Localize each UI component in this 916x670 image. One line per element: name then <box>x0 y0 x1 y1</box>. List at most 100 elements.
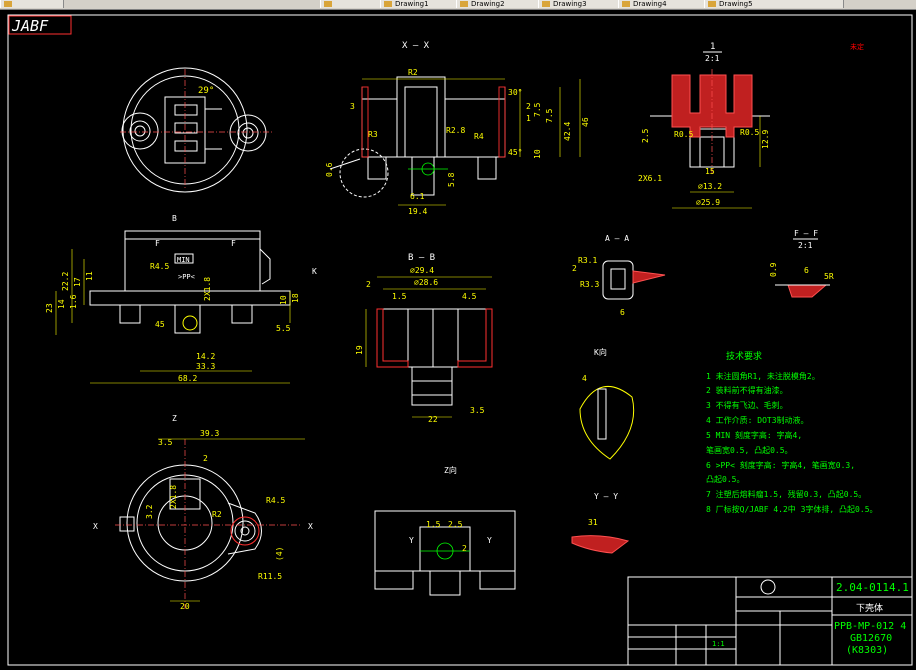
dim-30: 30° <box>508 88 522 97</box>
dim-14: 14 <box>57 299 66 309</box>
dim-68-2: 68.2 <box>178 374 197 383</box>
axis-label-y-right: Y <box>487 536 492 545</box>
view-front <box>89 230 291 334</box>
dim-19-4: 19.4 <box>408 207 427 216</box>
dim-2c: 2 <box>572 264 577 273</box>
note-line-1: 1 未注圆角R1, 未注脱模角2。 <box>706 371 820 381</box>
dim-10: 10 <box>533 149 542 159</box>
dim-4-5: 4.5 <box>462 292 477 301</box>
dim-23: 23 <box>45 303 54 313</box>
aa-hatch <box>632 270 666 284</box>
taskbar-item-3[interactable]: Drawing1 <box>380 0 468 8</box>
dim-r2c: R2 <box>212 510 222 519</box>
dim-7-5a: 7.5 <box>533 102 542 117</box>
view-bottom-plan <box>119 464 262 582</box>
title-block <box>627 576 913 666</box>
red-tag: 未定 <box>850 42 864 51</box>
dim-2: 2 <box>526 102 531 111</box>
dim-11: 11 <box>85 271 94 281</box>
tb-code: 2.04-0114.1 <box>836 581 909 594</box>
tb-name: 下壳体 <box>856 602 883 614</box>
drawing-icon <box>542 1 550 7</box>
dim-6: 6 <box>620 308 625 317</box>
taskbar-item-5[interactable]: Drawing3 <box>538 0 630 8</box>
dim-3-5b: 3.5 <box>158 438 173 447</box>
dim-5r: 5R <box>824 272 834 281</box>
dim-29: 29° <box>198 86 214 96</box>
dim-2x6-1: 2X6.1 <box>638 174 662 183</box>
note-line-8: 凸起0.5。 <box>706 475 744 484</box>
dim-4: 4 <box>582 374 587 383</box>
dim-22-2: 22.2 <box>61 272 70 291</box>
dim-0-6: 0.6 <box>325 162 334 177</box>
note-line-9: 7 注塑后熔料瘤1.5, 残留0.3, 凸起0.5。 <box>706 489 866 499</box>
view-a-a <box>602 260 634 300</box>
yy-hatch <box>571 535 630 554</box>
drawing-icon <box>708 1 716 7</box>
dim-1-5: 1.5 <box>392 292 407 301</box>
view-k <box>579 386 635 460</box>
taskbar-item-2[interactable] <box>320 0 384 8</box>
dim-2d: 2 <box>462 544 467 553</box>
dim-1-6: 1.6 <box>69 294 78 309</box>
detail-scale: 2:1 <box>705 54 720 63</box>
drawing-canvas[interactable]: JABF 29° X — X R2 3 30° 2 <box>0 9 916 666</box>
note-line-7: 6 >PP< 刻度字高: 字高4, 笔画宽0.3, <box>706 460 855 470</box>
min-label: MIN <box>177 256 190 264</box>
ff-hatch <box>787 284 828 298</box>
bb-hatch-right <box>457 308 493 368</box>
note-line-6: 笔画宽0.5, 凸起0.5。 <box>706 445 793 455</box>
section-label-f-left: F <box>155 239 160 248</box>
note-line-3: 3 不得有飞边、毛刺。 <box>706 400 788 410</box>
axis-label-x-left: X <box>93 522 98 531</box>
dim-r2-8: R2.8 <box>446 126 465 135</box>
dim-42: 42.4 <box>563 122 572 141</box>
dim-r4-5b: R4.5 <box>266 496 285 505</box>
dim-10b: 10 <box>279 295 288 305</box>
taskbar-item-6[interactable]: Drawing4 <box>618 0 716 8</box>
axis-label-z: Z <box>172 414 177 423</box>
tb-standard: GB12670 <box>850 633 892 644</box>
dim-r2: R2 <box>408 68 418 77</box>
dim-2x1-8: 2X1.8 <box>203 277 212 301</box>
dim-18: 18 <box>291 293 300 303</box>
dim-29-4: ⌀29.4 <box>410 266 434 275</box>
taskbar-item-7[interactable]: Drawing5 <box>704 0 844 8</box>
note-line-2: 2 装料前不得有油漆。 <box>706 385 788 395</box>
notes-heading: 技术要求 <box>726 350 762 362</box>
pp-label: >PP< <box>178 273 195 281</box>
taskbar-item-1[interactable] <box>0 0 64 8</box>
view-label-k: K向 <box>594 347 607 357</box>
dim-4b: (4) <box>275 547 284 561</box>
section-label-b-top: B <box>172 214 177 223</box>
detail-label: 1 <box>710 42 715 52</box>
view-top-plan <box>121 67 267 193</box>
dim-33-3: 33.3 <box>196 362 215 371</box>
tb-material: PPB-MP-012 4 <box>834 621 906 632</box>
dim-15: 15 <box>705 167 715 176</box>
axis-label-x-right: X <box>308 522 313 531</box>
view-label-x-x: X — X <box>402 41 430 51</box>
dim-r0-5b: R0.5 <box>740 128 759 137</box>
tb-scale: 1:1 <box>712 640 725 648</box>
dim-2-5z: 2.5 <box>448 520 463 529</box>
section-label-k: K <box>312 267 317 276</box>
view-b-b <box>376 308 493 406</box>
dim-r0-5a: R0.5 <box>674 130 693 139</box>
taskbar-item-4[interactable]: Drawing2 <box>456 0 550 8</box>
dim-r4-5: R4.5 <box>150 262 169 271</box>
dim-6b: 6 <box>804 266 809 275</box>
dim-28-6: ⌀28.6 <box>414 278 438 287</box>
view-label-z: Z向 <box>444 465 457 475</box>
dim-2x1-8b: 2X1.8 <box>169 485 178 509</box>
view-label-b-b: B — B <box>408 253 435 263</box>
technical-notes: 技术要求 1 未注圆角R1, 未注脱模角2。 2 装料前不得有油漆。 3 不得有… <box>706 350 878 514</box>
drawing-icon <box>460 1 468 7</box>
dim-r4: R4 <box>474 132 484 141</box>
logo-text: JABF <box>11 17 49 35</box>
dim-2-5: 2.5 <box>641 128 650 143</box>
dim-r3-1: R3.1 <box>578 256 597 265</box>
dim-45deg: 45° <box>508 148 522 157</box>
cad-drawing[interactable]: JABF 29° X — X R2 3 30° 2 <box>0 9 916 666</box>
dim-17: 17 <box>73 277 82 287</box>
